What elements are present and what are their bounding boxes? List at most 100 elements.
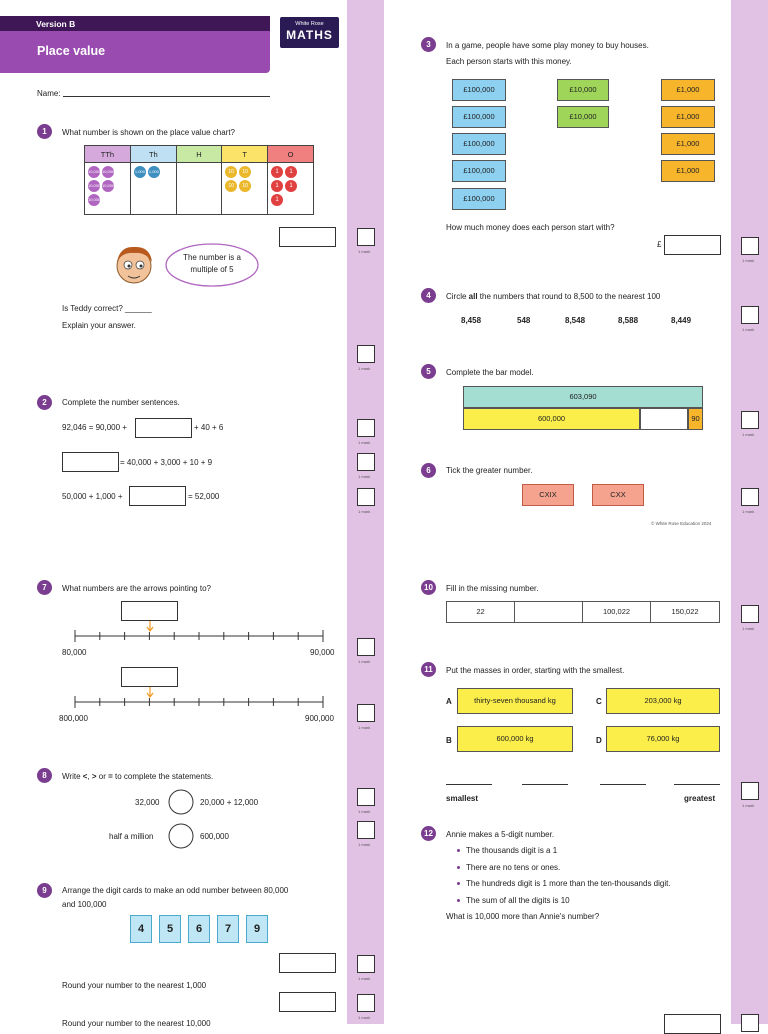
sequence-cell: 22 <box>446 601 515 623</box>
mass-card-b: 600,000 kg <box>457 726 573 752</box>
note-10000: £10,000 <box>557 79 609 101</box>
question-number: 2 <box>37 395 52 410</box>
mark-label: 1 mark <box>358 249 371 254</box>
question-number: 6 <box>421 463 436 478</box>
digit-card[interactable]: 7 <box>217 915 239 943</box>
question-number: 5 <box>421 364 436 379</box>
q2-answer-box-2[interactable] <box>62 452 119 472</box>
mark-box[interactable] <box>741 488 759 506</box>
counter-one: 1 <box>285 166 298 178</box>
question-prompt: Arrange the digit cards to make an odd n… <box>62 886 289 895</box>
round-option[interactable]: 8,449 <box>671 316 692 325</box>
number-line-2-start: 800,000 <box>59 714 88 723</box>
sequence-cell-missing[interactable] <box>514 601 583 623</box>
q7-answer-box-2[interactable] <box>121 667 178 687</box>
round-option[interactable]: 8,458 <box>461 316 482 325</box>
round-option[interactable]: 8,588 <box>618 316 639 325</box>
digit-card[interactable]: 5 <box>159 915 181 943</box>
mark-label: 1 mark <box>358 440 371 445</box>
question-prompt: Circle all the numbers that round to 8,5… <box>446 292 660 301</box>
note-10000: £10,000 <box>557 106 609 128</box>
mark-box[interactable] <box>357 994 375 1012</box>
counter-ten-thousand: 10,000 <box>102 166 114 178</box>
pv-cell-h <box>175 162 223 215</box>
counter-ten: 10 <box>225 180 238 192</box>
sequence-cell: 100,022 <box>582 601 651 623</box>
round-option[interactable]: 548 <box>517 316 531 325</box>
logo-text-bottom: MATHS <box>286 28 333 42</box>
roman-option-b[interactable]: CXX <box>592 484 644 506</box>
prompt-pre: Circle <box>446 292 469 301</box>
mark-box[interactable] <box>357 704 375 722</box>
statement-1-right: 20,000 + 12,000 <box>200 798 259 807</box>
q7-answer-box-1[interactable] <box>121 601 178 621</box>
mark-box[interactable] <box>357 788 375 806</box>
mark-box[interactable] <box>741 306 759 324</box>
mark-label: 1 mark <box>358 809 371 814</box>
question-number: 9 <box>37 883 52 898</box>
roman-option-a[interactable]: CXIX <box>522 484 574 506</box>
q2-answer-box-1[interactable] <box>135 418 192 438</box>
q12-answer-box[interactable] <box>664 1014 721 1034</box>
question-prompt: Tick the greater number. <box>446 466 533 475</box>
statement-2-right: 600,000 <box>200 832 229 841</box>
question-prompt: Write <, > or = to complete the statemen… <box>62 772 213 781</box>
q3-answer-box[interactable] <box>664 235 721 255</box>
sentence-2-right: = 40,000 + 3,000 + 10 + 9 <box>120 458 213 467</box>
order-answer-line[interactable] <box>600 784 646 785</box>
number-line-1-start: 80,000 <box>62 648 87 657</box>
arrow-icon <box>146 687 154 698</box>
mark-box[interactable] <box>741 237 759 255</box>
mark-box[interactable] <box>357 345 375 363</box>
mark-box[interactable] <box>357 821 375 839</box>
mark-label: 1 mark <box>358 976 371 981</box>
counter-ten-thousand: 10,000 <box>88 194 100 206</box>
name-field[interactable] <box>63 96 270 97</box>
mark-box[interactable] <box>741 1014 759 1032</box>
q1-answer-box[interactable] <box>279 227 336 247</box>
q9-answer-box-2[interactable] <box>279 992 336 1012</box>
round-option[interactable]: 8,548 <box>565 316 586 325</box>
mark-box[interactable] <box>741 782 759 800</box>
q9-answer-box-1[interactable] <box>279 953 336 973</box>
order-answer-line[interactable] <box>522 784 568 785</box>
q2-answer-box-3[interactable] <box>129 486 186 506</box>
digit-card[interactable]: 4 <box>130 915 152 943</box>
sentence-1-right: + 40 + 6 <box>194 423 224 432</box>
comparison-circle[interactable] <box>168 823 194 849</box>
right-margin-strip <box>731 0 768 1024</box>
question-prompt: Annie makes a 5-digit number. <box>446 830 555 839</box>
digit-card[interactable]: 6 <box>188 915 210 943</box>
mass-card-d: 76,000 kg <box>606 726 720 752</box>
mark-box[interactable] <box>357 488 375 506</box>
mark-box[interactable] <box>357 638 375 656</box>
counter-one: 1 <box>271 166 284 178</box>
mark-box[interactable] <box>357 955 375 973</box>
mark-box[interactable] <box>741 411 759 429</box>
copyright-text: © White Rose Education 2024 <box>651 521 712 526</box>
teddy-question: Is Teddy correct? ______ <box>62 304 152 313</box>
clue-4: The sum of all the digits is 10 <box>466 896 570 905</box>
note-100000: £100,000 <box>452 160 506 182</box>
mark-label: 1 mark <box>742 258 755 263</box>
name-label: Name: <box>37 89 61 98</box>
pv-header-h: H <box>175 145 223 163</box>
order-answer-line[interactable] <box>446 784 492 785</box>
order-answer-line[interactable] <box>674 784 720 785</box>
question-number: 3 <box>421 37 436 52</box>
digit-card[interactable]: 9 <box>246 915 268 943</box>
symbol-greater: > <box>91 772 97 781</box>
mark-box[interactable] <box>741 605 759 623</box>
question-text: How much money does each person start wi… <box>446 223 615 232</box>
mark-box[interactable] <box>357 453 375 471</box>
mark-box[interactable] <box>357 419 375 437</box>
bar-model-missing-part[interactable] <box>640 408 688 430</box>
mark-label: 1 mark <box>358 474 371 479</box>
comparison-circle[interactable] <box>168 789 194 815</box>
sentence-3-right: = 52,000 <box>188 492 220 501</box>
counter-ten-thousand: 10,000 <box>102 180 114 192</box>
note-1000: £1,000 <box>661 106 715 128</box>
mark-box[interactable] <box>357 228 375 246</box>
